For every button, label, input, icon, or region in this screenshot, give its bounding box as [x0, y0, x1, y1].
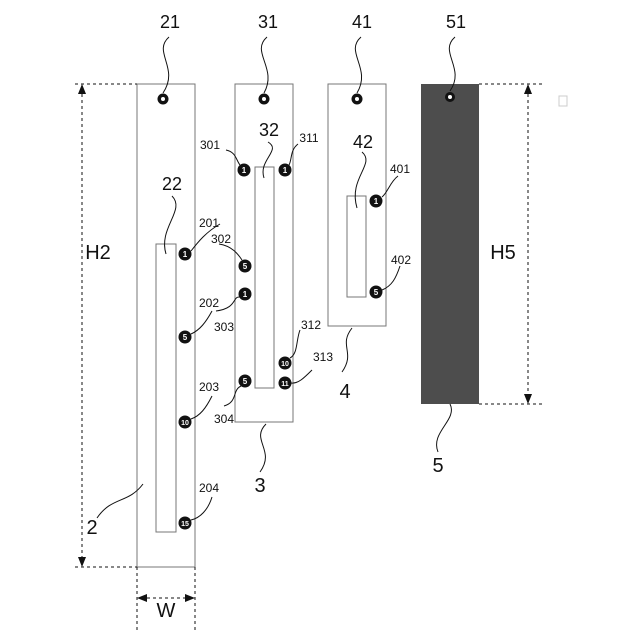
marker-201: 1 — [179, 248, 192, 261]
marker-203: 10 — [179, 416, 192, 429]
ref-21: 21 — [160, 12, 180, 32]
ref-402: 402 — [391, 253, 411, 267]
ref-302: 302 — [211, 232, 231, 246]
ref-31: 31 — [258, 12, 278, 32]
svg-text:10: 10 — [181, 420, 189, 427]
ref-301: 301 — [200, 138, 220, 152]
leader-5 — [437, 404, 452, 452]
ref-41: 41 — [352, 12, 372, 32]
ref-311: 311 — [299, 131, 318, 145]
marker-312: 10 — [279, 357, 292, 370]
svg-text:5: 5 — [183, 333, 188, 342]
marker-401: 1 — [370, 195, 383, 208]
ref-203: 203 — [199, 380, 219, 394]
ref-42: 42 — [353, 132, 373, 152]
ref-313: 313 — [313, 350, 333, 364]
hole-21 — [158, 94, 169, 105]
svg-text:1: 1 — [374, 197, 379, 206]
ref-304: 304 — [214, 412, 234, 426]
slot-42 — [347, 196, 366, 297]
svg-text:11: 11 — [281, 381, 289, 388]
ref-22: 22 — [162, 174, 182, 194]
panel-2 — [137, 84, 195, 567]
leader-313 — [291, 370, 312, 383]
svg-text:1: 1 — [243, 290, 248, 299]
marker-204: 15 — [179, 517, 192, 530]
hole-31 — [259, 94, 270, 105]
leader-2 — [97, 484, 143, 518]
svg-text:1: 1 — [183, 250, 188, 259]
ref-3: 3 — [254, 475, 265, 497]
svg-text:5: 5 — [243, 262, 248, 271]
hole-41 — [352, 94, 363, 105]
ref-303: 303 — [214, 320, 234, 334]
leader-51 — [449, 37, 455, 91]
marker-313: 11 — [279, 377, 292, 390]
svg-text:1: 1 — [283, 166, 288, 175]
marker-303: 1 — [239, 288, 252, 301]
svg-text:1: 1 — [242, 166, 247, 175]
svg-text:5: 5 — [243, 377, 248, 386]
ref-202: 202 — [199, 296, 219, 310]
label-h2: H2 — [85, 242, 111, 264]
hole-51 — [445, 92, 455, 102]
svg-text:5: 5 — [374, 288, 379, 297]
panel-5 — [421, 84, 479, 404]
ref-401: 401 — [390, 162, 410, 176]
marker-304: 5 — [239, 375, 252, 388]
ref-51: 51 — [446, 12, 466, 32]
label-w: W — [157, 600, 176, 622]
svg-text:15: 15 — [181, 521, 189, 528]
svg-text:10: 10 — [281, 361, 289, 368]
leader-4 — [342, 328, 352, 372]
marker-402: 5 — [370, 286, 383, 299]
marker-302: 5 — [239, 260, 252, 273]
dimension-h2 — [75, 84, 137, 567]
faint-mark — [559, 96, 567, 106]
marker-301: 1 — [238, 164, 251, 177]
slot-32 — [255, 167, 274, 388]
ref-312: 312 — [301, 318, 321, 332]
ref-32: 32 — [259, 120, 279, 140]
ref-204: 204 — [199, 481, 219, 495]
leader-3 — [260, 424, 266, 472]
marker-202: 5 — [179, 331, 192, 344]
marker-311: 1 — [279, 164, 292, 177]
panel-5-body — [421, 84, 479, 404]
slot-22 — [156, 244, 176, 532]
ref-5: 5 — [432, 455, 443, 477]
ref-201: 201 — [199, 216, 219, 230]
label-h5: H5 — [490, 242, 516, 264]
ref-2: 2 — [86, 517, 97, 539]
ref-4: 4 — [339, 381, 350, 403]
